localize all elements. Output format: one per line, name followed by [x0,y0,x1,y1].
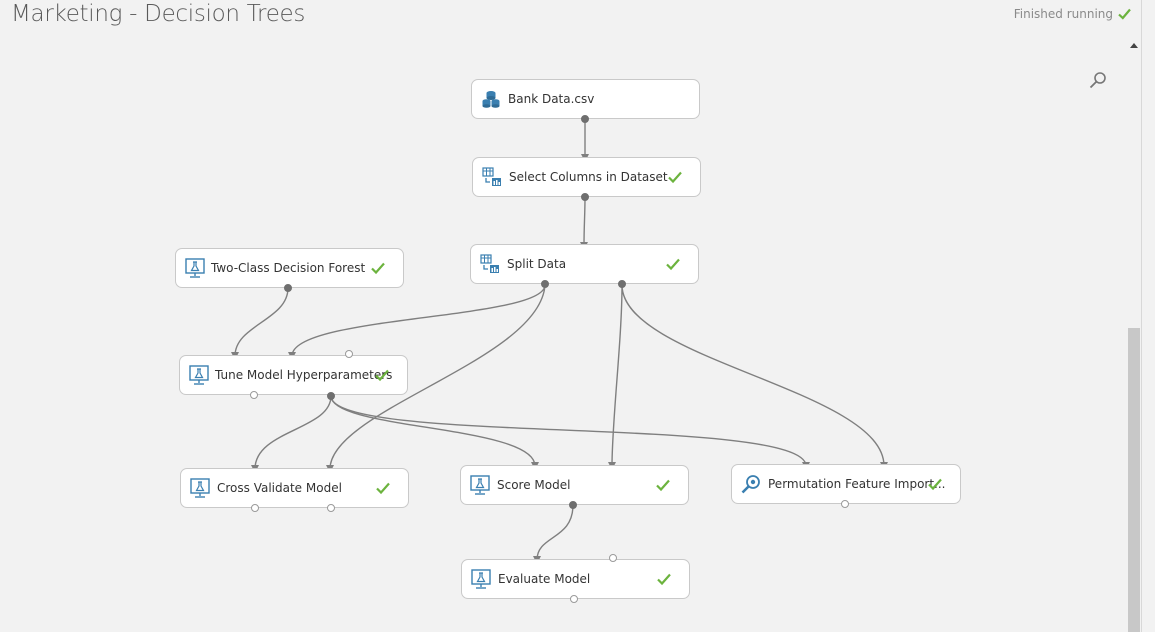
module-split-data[interactable]: Split Data [470,244,699,284]
feature-search-icon [741,475,760,494]
ml-module-icon [189,365,209,385]
wire-forest-to-tune [231,287,289,360]
output-port[interactable] [327,392,335,400]
module-tune-model[interactable]: Tune Model Hyperparameters [179,355,408,395]
output-port[interactable] [284,284,292,292]
wire-score-to-evaluate [533,504,574,564]
data-transform-icon [482,167,501,186]
ml-module-icon [185,258,205,278]
checkmark-icon [928,478,942,491]
scroll-up-arrow-icon[interactable] [1129,38,1139,52]
output-port[interactable] [570,595,578,603]
wire-tune-to-crossval [251,395,332,473]
output-port[interactable] [250,391,258,399]
module-label: Permutation Feature Import... [768,477,946,491]
wire-select-to-split [580,196,589,250]
checkmark-icon [375,369,389,382]
output-port[interactable] [841,500,849,508]
checkmark-icon [376,482,390,495]
module-evaluate-model[interactable]: Evaluate Model [461,559,690,599]
output-port[interactable] [541,280,549,288]
module-label: Tune Model Hyperparameters [215,368,393,382]
module-label: Split Data [507,257,567,271]
ml-module-icon [471,569,491,589]
checkmark-icon [371,262,385,275]
module-label: Score Model [497,478,571,492]
module-bank-data[interactable]: Bank Data.csv [471,79,700,119]
vertical-scrollbar[interactable] [1127,38,1141,632]
module-two-class-forest[interactable]: Two-Class Decision Forest [175,248,404,288]
output-port[interactable] [581,115,589,123]
module-label: Evaluate Model [498,572,591,586]
module-label: Bank Data.csv [508,92,595,106]
output-port[interactable] [569,501,577,509]
wire-tune-to-permutation [330,395,810,470]
output-port[interactable] [618,280,626,288]
checkmark-icon [1118,8,1131,20]
wire-split-to-permutation [621,284,888,470]
run-status-label: Finished running [1013,7,1113,21]
wire-tune-to-score [330,395,539,470]
data-transform-icon [480,254,499,273]
output-port[interactable] [581,193,589,201]
module-label: Cross Validate Model [217,481,342,495]
module-label: Two-Class Decision Forest [211,261,366,275]
wire-split-to-tune [288,284,546,360]
module-cross-validate[interactable]: Cross Validate Model [180,468,409,508]
page-title: Marketing - Decision Trees [11,1,306,27]
ml-module-icon [190,478,210,498]
module-select-columns[interactable]: Select Columns in Dataset [472,157,701,197]
output-port[interactable] [251,504,259,512]
output-port[interactable] [327,504,335,512]
dataset-icon [482,91,500,108]
checkmark-icon [666,258,680,271]
module-label: Select Columns in Dataset [509,170,668,184]
checkmark-icon [668,171,682,184]
checkmark-icon [656,479,670,492]
module-permutation-feature-importance[interactable]: Permutation Feature Import... [731,464,961,504]
ml-module-icon [470,475,490,495]
run-status: Finished running [1014,7,1131,21]
input-port[interactable] [609,554,617,562]
wire-split-to-score [608,284,623,470]
input-port[interactable] [345,350,353,358]
window-edge-divider [1141,0,1142,632]
checkmark-icon [657,573,671,586]
module-score-model[interactable]: Score Model [460,465,689,505]
scrollbar-thumb[interactable] [1128,328,1140,632]
search-icon[interactable] [1088,71,1108,91]
